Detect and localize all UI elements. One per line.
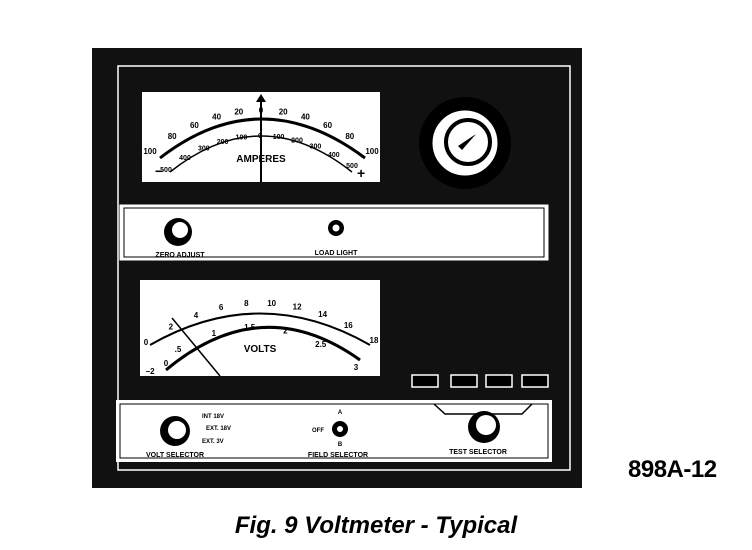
scale-tick-label: 20 <box>279 108 288 117</box>
load-light-label: LOAD LIGHT <box>315 250 358 257</box>
upper-strip-border <box>123 207 545 258</box>
figure-code: 898A-12 <box>628 456 717 483</box>
ammeter-needle-tip <box>256 94 266 102</box>
voltmeter-low-scale: −2 0 <box>145 359 168 376</box>
indicator-window <box>411 374 439 388</box>
scale-tick-label: 80 <box>345 132 354 141</box>
scale-tick-label: 500 <box>160 167 172 174</box>
ammeter-inner-scale: 500 400 300 200 100 0 100 200 300 400 500 <box>160 133 358 174</box>
scale-tick-label: 500 <box>346 163 358 170</box>
scale-tick-label: 14 <box>318 310 327 319</box>
scale-tick-label: 100 <box>273 134 285 141</box>
volt-selector-label: VOLT SELECTOR <box>146 452 204 459</box>
scale-tick-label: 1.5 <box>244 323 256 332</box>
scale-tick-label: 300 <box>310 143 322 150</box>
scale-tick-label: 2 <box>283 327 288 336</box>
load-light-lens <box>332 224 340 232</box>
scale-tick-label: 40 <box>301 113 310 122</box>
indicator-windows <box>411 374 549 388</box>
scale-tick-label: 2.5 <box>315 340 327 349</box>
indicator-window <box>521 374 549 388</box>
lower-strip-border <box>119 403 549 459</box>
field-b-label: B <box>338 442 343 448</box>
scale-tick-label: 10 <box>267 299 276 308</box>
upper-control-strip: ZERO ADJUST LOAD LIGHT <box>119 204 549 261</box>
scale-tick-label: 0 <box>259 106 264 115</box>
scale-tick-label: .5 <box>175 345 182 354</box>
voltmeter-title: VOLTS <box>244 344 277 355</box>
ammeter-minus: − <box>155 163 163 179</box>
volt-position-label: EXT. 18V <box>206 426 231 432</box>
scale-tick-label: 12 <box>293 302 302 311</box>
scale-tick-label: 60 <box>190 121 199 130</box>
scale-tick-label: 100 <box>143 147 157 156</box>
volt-position-label: INT 18V <box>202 414 224 420</box>
ammeter-plus: + <box>357 165 365 181</box>
scale-tick-label: 40 <box>212 113 221 122</box>
scale-tick-label: 100 <box>365 147 379 156</box>
scale-tick-label: 0 <box>164 359 169 368</box>
field-a-label: A <box>338 410 343 416</box>
scale-tick-label: 300 <box>198 146 210 153</box>
voltmeter-top-arc <box>149 312 371 346</box>
scale-tick-label: 200 <box>217 139 229 146</box>
scale-tick-label: 400 <box>328 152 340 159</box>
scale-tick-label: −2 <box>145 367 155 376</box>
field-selector-label: FIELD SELECTOR <box>308 452 368 459</box>
test-selector-knob-highlight <box>476 415 496 435</box>
scale-tick-label: 8 <box>244 299 249 308</box>
volt-position-label: EXT. 3V <box>202 439 224 445</box>
scale-tick-label: 6 <box>219 303 224 312</box>
field-off-label: OFF <box>312 428 324 434</box>
scale-tick-label: 18 <box>370 336 379 345</box>
voltmeter-needle <box>171 317 221 377</box>
indicator-window <box>485 374 513 388</box>
zero-adjust-label: ZERO ADJUST <box>155 252 205 259</box>
scale-tick-label: 400 <box>179 155 191 162</box>
range-knob-arrow-icon <box>458 134 476 150</box>
voltmeter-mid-arc <box>165 325 361 372</box>
scale-tick-label: 100 <box>236 135 248 142</box>
scale-tick-label: 16 <box>344 321 353 330</box>
zero-adjust-knob-highlight <box>172 222 188 238</box>
voltmeter: VOLTS 0 2 4 6 8 10 12 14 16 18 .5 1 1.5 2 2.5 3 −2 0 <box>140 280 380 377</box>
scale-tick-label: 1 <box>212 329 217 338</box>
scale-tick-label: 20 <box>234 108 243 117</box>
volt-selector-knob-highlight <box>168 421 186 439</box>
ammeter-title: AMPERES <box>236 154 286 165</box>
scale-tick-label: 3 <box>354 363 359 372</box>
indicator-window <box>450 374 478 388</box>
field-selector-knob-center <box>337 426 343 432</box>
scale-tick-label: 60 <box>323 121 332 130</box>
scale-tick-label: 0 <box>144 338 149 347</box>
scale-tick-label: 200 <box>291 137 303 144</box>
voltmeter-mid-scale: .5 1 1.5 2 2.5 3 <box>175 323 359 372</box>
test-selector-label: TEST SELECTOR <box>449 449 507 456</box>
scale-tick-label: 2 <box>169 323 174 332</box>
range-knob[interactable] <box>419 97 511 189</box>
scale-tick-label: 4 <box>194 311 199 320</box>
panel-inner-outline <box>117 65 571 471</box>
scale-tick-label: 80 <box>168 132 177 141</box>
scale-tick-label: 0 <box>258 133 262 140</box>
figure-caption: Fig. 9 Voltmeter - Typical <box>234 512 518 539</box>
lower-control-strip: INT 18V EXT. 18V EXT. 3V VOLT SELECTOR A… <box>116 400 552 462</box>
